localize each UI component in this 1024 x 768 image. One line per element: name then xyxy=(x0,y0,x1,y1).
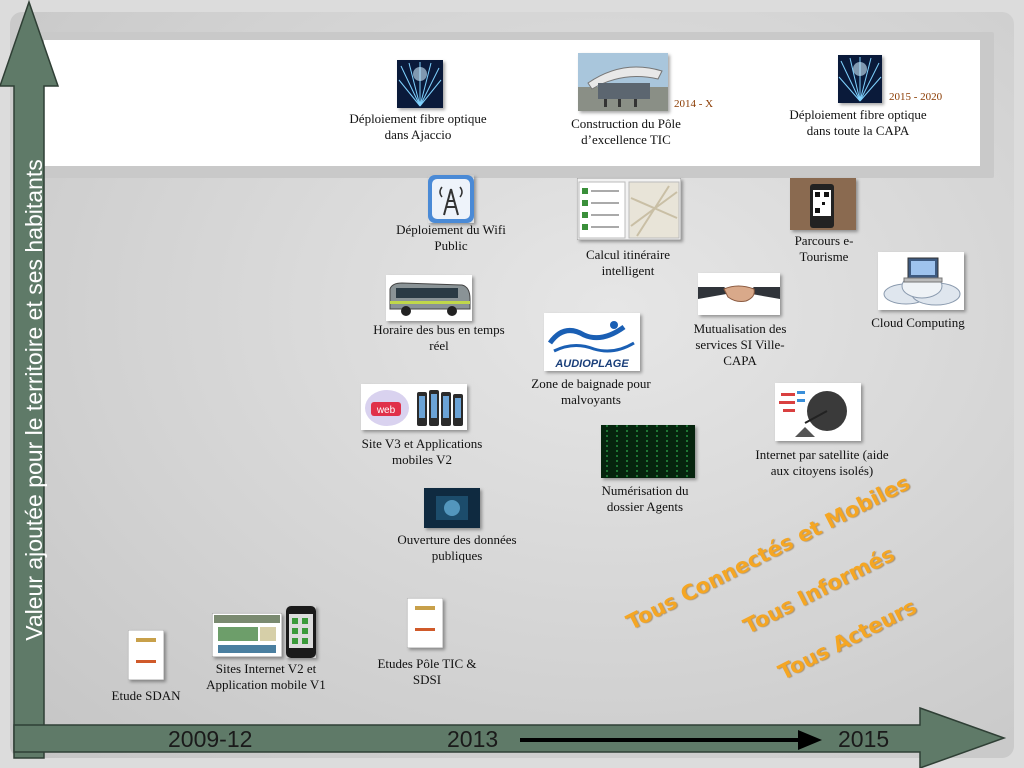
open-data-image xyxy=(424,488,480,528)
caption-bus: Horaire des bus en temps réel xyxy=(373,322,505,353)
caption-wifi: Déploiement du Wifi Public xyxy=(396,222,506,253)
future-projects-panel xyxy=(44,40,980,166)
satellite-dish-image xyxy=(775,383,861,441)
year-label-2009-12: 2009-12 xyxy=(168,726,253,752)
web-logo-text: web xyxy=(376,405,396,416)
qr-code-phone-image xyxy=(790,178,856,230)
caption-pole-tic: Construction du Pôle d’excellence TIC xyxy=(571,116,681,147)
digital-matrix-image xyxy=(601,425,695,478)
value-axis-arrow xyxy=(0,0,60,759)
caption-numerisation: Numérisation du dossier Agents xyxy=(601,483,689,514)
pole-tic-building-image xyxy=(578,53,668,111)
cloud-computing-icon xyxy=(878,252,964,310)
caption-satellite: Internet par satellite (aide aux citoyen… xyxy=(755,447,889,478)
caption-fibre-capa: Déploiement fibre optique dans toute la … xyxy=(789,107,927,138)
wifi-icon xyxy=(428,175,474,223)
caption-fibre-ajaccio: Déploiement fibre optique dans Ajaccio xyxy=(349,111,487,142)
route-planner-screenshot xyxy=(577,178,681,240)
caption-sites-v2: Sites Internet V2 et Application mobile … xyxy=(206,661,326,692)
fibre-optic-image-2 xyxy=(838,55,882,103)
caption-mutualisation: Mutualisation des services SI Ville-CAPA xyxy=(693,321,787,368)
audioplage-logo: AUDIOPLAGE xyxy=(544,313,640,371)
caption-etudes-pole: Etudes Pôle TIC & SDSI xyxy=(377,656,477,687)
document-thumbnail-2 xyxy=(128,630,164,680)
caption-sdan: Etude SDAN xyxy=(111,688,181,703)
document-thumbnail xyxy=(407,598,443,648)
website-screenshot xyxy=(212,613,282,657)
year-label-2015: 2015 xyxy=(838,726,890,752)
tag-fibre-capa: 2015 - 2020 xyxy=(889,91,943,103)
bus-image xyxy=(386,275,472,321)
tag-pole-tic: 2014 - X xyxy=(674,98,714,110)
smartphone-image xyxy=(286,606,316,658)
caption-site-v3: Site V3 et Applications mobiles V2 xyxy=(361,436,483,467)
web-and-phones-image: web xyxy=(361,384,467,430)
handshake-image xyxy=(698,273,780,315)
caption-opendata: Ouverture des données publiques xyxy=(397,532,517,563)
fibre-optic-image xyxy=(397,60,443,108)
caption-cloud: Cloud Computing xyxy=(871,315,965,330)
caption-etourisme: Parcours e-Tourisme xyxy=(794,233,854,264)
audioplage-logo-text: AUDIOPLAGE xyxy=(554,358,629,370)
year-label-2013: 2013 xyxy=(447,726,499,752)
caption-itineraire: Calcul itinéraire intelligent xyxy=(585,247,671,278)
caption-baignade: Zone de baignade pour malvoyants xyxy=(531,376,651,407)
